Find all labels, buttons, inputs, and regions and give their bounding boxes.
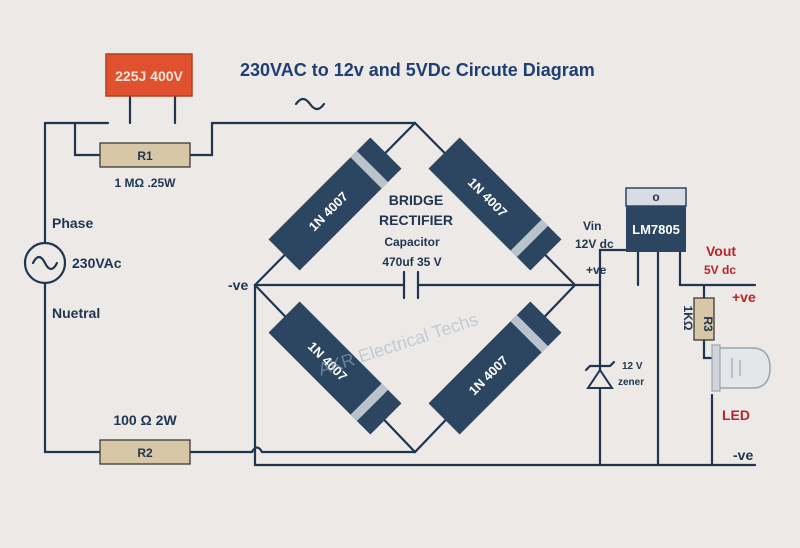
- r3-value: 1KΩ: [681, 306, 695, 331]
- resistor-r3: R3 1KΩ: [681, 297, 715, 341]
- vout-voltage: 5V dc: [704, 263, 736, 277]
- resistor-r2: R2 100 Ω 2W: [99, 412, 191, 465]
- led-icon: LED: [711, 344, 771, 423]
- source-voltage: 230VAc: [72, 255, 122, 271]
- ac-source: Phase 230VAc Nuetral: [23, 215, 122, 321]
- r2-value: 100 Ω 2W: [113, 412, 177, 428]
- regulator-name: LM7805: [632, 222, 680, 237]
- diagram-title: 230VAC to 12v and 5VDc Circute Diagram: [240, 60, 595, 80]
- vout-positive: +ve: [732, 289, 756, 305]
- r1-label: R1: [137, 149, 153, 163]
- regulator-tab-mark: o: [652, 190, 659, 204]
- vin-voltage: 12V dc: [575, 237, 614, 251]
- r2-label: R2: [137, 446, 153, 460]
- r1-value: 1 MΩ .25W: [115, 176, 177, 190]
- filter-cap-label-1: Capacitor: [384, 235, 440, 249]
- zener-label-2: zener: [618, 377, 644, 388]
- sine-icon: [31, 255, 59, 271]
- zener-label-1: 12 V: [622, 361, 643, 372]
- capacitor-c1: 225J 400V: [105, 53, 193, 97]
- r3-label: R3: [701, 316, 715, 332]
- diode-top-left: 1N 4007: [268, 137, 402, 271]
- diode-bottom-left: 1N 4007: [268, 301, 402, 435]
- filter-capacitor: [402, 270, 420, 300]
- resistor-r1: R1 1 MΩ .25W: [99, 142, 191, 190]
- vout-label: Vout: [706, 243, 736, 259]
- c1-label: 225J 400V: [115, 68, 183, 84]
- vin-positive: +ve: [586, 263, 607, 277]
- zener-diode: 12 V zener: [584, 360, 644, 389]
- filter-cap-label-2: 470uf 35 V: [382, 255, 441, 269]
- vin-label: Vin: [583, 219, 601, 233]
- ground-label: -ve: [733, 447, 753, 463]
- ac-symbol: [294, 97, 326, 111]
- neutral-label: Nuetral: [52, 305, 100, 321]
- bridge-label-1: BRIDGE: [389, 192, 443, 208]
- regulator-lm7805: o LM7805: [625, 187, 687, 252]
- negative-node-label: -ve: [228, 277, 248, 293]
- phase-label: Phase: [52, 215, 93, 231]
- diode-top-right: 1N 4007: [428, 137, 562, 271]
- diode-bottom-right: 1N 4007: [428, 301, 562, 435]
- bridge-label-2: RECTIFIER: [379, 212, 453, 228]
- led-label: LED: [722, 407, 750, 423]
